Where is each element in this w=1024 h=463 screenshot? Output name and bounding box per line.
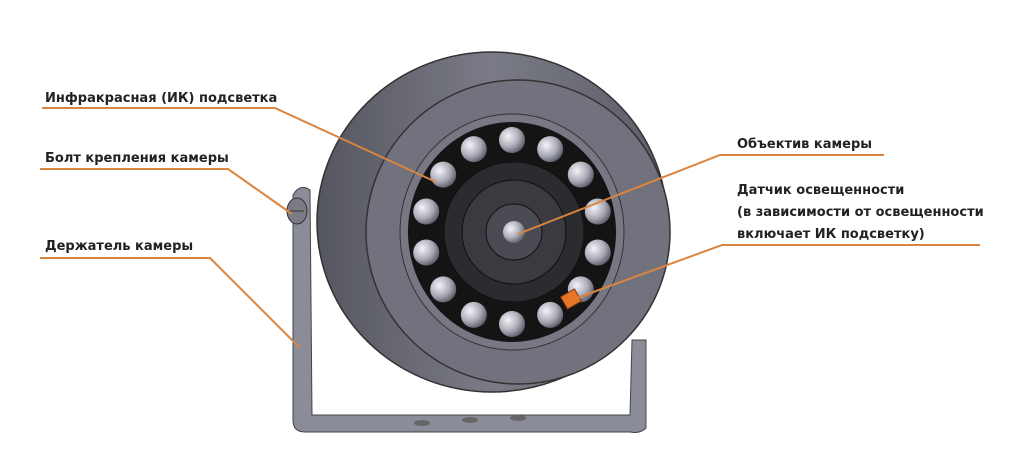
label-light-sensor-2: (в зависимости от освещенности <box>737 205 984 220</box>
ir-led <box>499 127 525 153</box>
ir-led <box>430 276 457 303</box>
label-lens: Объектив камеры <box>737 137 873 152</box>
label-light-sensor-3: включает ИК подсветку) <box>737 227 925 242</box>
leader-sensor <box>576 244 980 299</box>
leader-lines <box>40 107 980 349</box>
label-holder: Держатель камеры <box>45 239 194 254</box>
label-ir-illumination: Инфракрасная (ИК) подсветка <box>45 91 278 106</box>
ir-led <box>567 161 594 188</box>
ir-led <box>537 301 564 328</box>
label-light-sensor-1: Датчик освещенности <box>737 183 905 198</box>
camera-holder <box>292 186 647 433</box>
ir-led <box>537 136 564 163</box>
ir-led <box>413 198 440 225</box>
light-sensor <box>559 288 583 310</box>
ir-led <box>460 136 487 163</box>
leader-lens <box>517 154 884 235</box>
ir-led-ring <box>413 127 611 337</box>
ir-led <box>499 311 525 337</box>
ir-led <box>460 301 487 328</box>
label-mount-bolt: Болт крепления камеры <box>45 151 229 166</box>
camera-lens <box>443 161 585 303</box>
ir-led <box>430 161 457 188</box>
ir-led <box>413 239 440 266</box>
mount-bolt <box>286 197 308 225</box>
leader-ir <box>42 107 437 183</box>
leader-holder <box>40 257 301 349</box>
ir-led <box>584 239 611 266</box>
leader-bolt <box>40 168 293 215</box>
